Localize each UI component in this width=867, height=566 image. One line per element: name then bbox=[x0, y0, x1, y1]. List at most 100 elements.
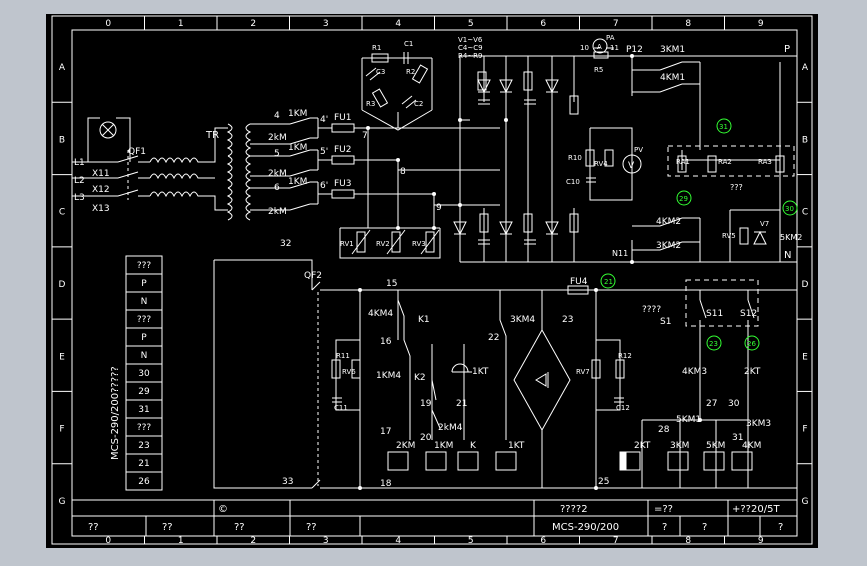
tb-cell-3: ?? bbox=[234, 522, 245, 533]
coil-1kt-box bbox=[495, 451, 517, 471]
resistor-upper-1 bbox=[477, 71, 487, 91]
label-coil-2km: 2KM bbox=[396, 441, 415, 451]
snubber-feed bbox=[368, 112, 399, 129]
label-x12: X12 bbox=[92, 185, 110, 195]
tb-cell-1: ?? bbox=[88, 522, 99, 533]
side-vertical-label: MCS-290/200????? bbox=[110, 366, 121, 460]
label-n33: 33 bbox=[282, 477, 293, 487]
label-s1: S1 bbox=[660, 317, 671, 327]
label-r3: R3 bbox=[366, 100, 375, 108]
scr-upper-2 bbox=[499, 79, 513, 94]
label-n23: 23 bbox=[562, 315, 573, 325]
tr-taps bbox=[250, 123, 290, 211]
label-4km3: 4KM3 bbox=[682, 367, 707, 377]
coil-3km-box bbox=[667, 451, 689, 471]
label-v-meter: V bbox=[628, 161, 635, 171]
label-n10: 10 bbox=[580, 44, 589, 52]
label-coil-2kt: 2KT bbox=[634, 441, 651, 451]
label-4km2: 4KM2 bbox=[656, 217, 681, 227]
r12-branch bbox=[595, 290, 621, 488]
side-table-cell: ??? bbox=[137, 315, 152, 325]
side-table-cell: 23 bbox=[138, 441, 149, 451]
label-c49: C4~C9 bbox=[458, 44, 483, 52]
varistor-bus bbox=[339, 227, 441, 259]
scr-upper-3 bbox=[545, 79, 559, 94]
s1-branches bbox=[699, 290, 749, 420]
varistor-rv1 bbox=[356, 231, 366, 253]
title-block bbox=[72, 499, 797, 536]
label-km2-c: 2kM bbox=[268, 207, 287, 217]
grid-col-bottom-7: 7 bbox=[613, 536, 619, 546]
grid-col-top-8: 8 bbox=[685, 19, 691, 29]
resistor-lower-3 bbox=[569, 213, 579, 233]
grid-col-top-9: 9 bbox=[758, 19, 764, 29]
grid-col-bottom-4: 4 bbox=[395, 536, 401, 546]
snubber-network bbox=[361, 57, 433, 131]
tr-primary-2 bbox=[226, 155, 233, 189]
resistor-r3 bbox=[371, 88, 389, 108]
varistor-rv2 bbox=[391, 231, 401, 253]
shunt-r5 bbox=[593, 51, 609, 59]
tr-secondary-1 bbox=[245, 123, 252, 157]
reference-circles bbox=[600, 118, 798, 351]
label-3km1: 3KM1 bbox=[660, 45, 685, 55]
label-w4: 4 bbox=[274, 111, 280, 121]
grid-ticks bbox=[52, 16, 812, 544]
label-c30: 30 bbox=[785, 205, 794, 213]
capacitor-c12 bbox=[614, 397, 624, 403]
label-fu4: FU4 bbox=[570, 277, 588, 287]
label-n21: 21 bbox=[456, 399, 467, 409]
grid-col-top-0: 0 bbox=[105, 19, 111, 29]
label-w5: 5 bbox=[274, 149, 280, 159]
bridge-upper-legs bbox=[483, 56, 575, 102]
control-bus-bottom bbox=[213, 292, 797, 489]
qf1-outputs bbox=[138, 161, 150, 197]
label-c11: C11 bbox=[334, 404, 348, 412]
grid-row-right-A: A bbox=[802, 63, 809, 73]
tr-primary-1 bbox=[226, 123, 233, 157]
label-3km2: 3KM2 bbox=[656, 241, 681, 251]
label-c26: 26 bbox=[747, 340, 756, 348]
label-n32: 32 bbox=[280, 239, 291, 249]
label-w5p: 5' bbox=[320, 147, 328, 157]
side-table-cell: 26 bbox=[138, 477, 150, 487]
label-c21: 21 bbox=[604, 278, 613, 286]
label-coil-1km: 1KM bbox=[434, 441, 453, 451]
grid-row-right-B: B bbox=[802, 135, 808, 145]
grid-row-left-A: A bbox=[59, 63, 66, 73]
label-1kt: 1KT bbox=[472, 367, 489, 377]
label-s12: S12 bbox=[740, 309, 757, 319]
grid-col-bottom-8: 8 bbox=[685, 536, 691, 546]
reactor-1 bbox=[149, 127, 228, 164]
label-n8: 8 bbox=[400, 167, 406, 177]
tap-joins bbox=[310, 117, 318, 205]
grid-row-right-D: D bbox=[802, 280, 809, 290]
grid-row-left-G: G bbox=[59, 497, 66, 507]
label-n-right: N bbox=[784, 250, 791, 261]
label-n7: 7 bbox=[362, 131, 368, 141]
scr-lower-2 bbox=[499, 221, 513, 236]
s1-enclosure bbox=[685, 279, 759, 327]
tb-scale: =?? bbox=[654, 504, 673, 515]
label-v16: V1~V6 bbox=[458, 36, 483, 44]
label-rv1: RV1 bbox=[340, 240, 354, 248]
tb-br-3: ? bbox=[778, 522, 783, 533]
label-1km4: 1KM4 bbox=[376, 371, 401, 381]
coil-k-box bbox=[457, 451, 479, 471]
rectifier-bridge-2 bbox=[513, 328, 571, 432]
label-rv6: RV6 bbox=[342, 368, 356, 376]
shunt-ra2 bbox=[707, 155, 717, 173]
label-fu2: FU2 bbox=[334, 145, 352, 155]
km-tap-contacts bbox=[289, 117, 311, 211]
label-n31: 31 bbox=[732, 433, 743, 443]
label-ra3: RA3 bbox=[758, 158, 772, 166]
label-n11: N11 bbox=[612, 249, 628, 258]
components bbox=[99, 38, 798, 490]
cap-lower-2 bbox=[524, 239, 536, 245]
varistor-rv4 bbox=[604, 149, 614, 167]
label-n15: 15 bbox=[386, 279, 397, 289]
lamp-branch bbox=[87, 117, 131, 162]
3km4-branch bbox=[499, 290, 507, 440]
